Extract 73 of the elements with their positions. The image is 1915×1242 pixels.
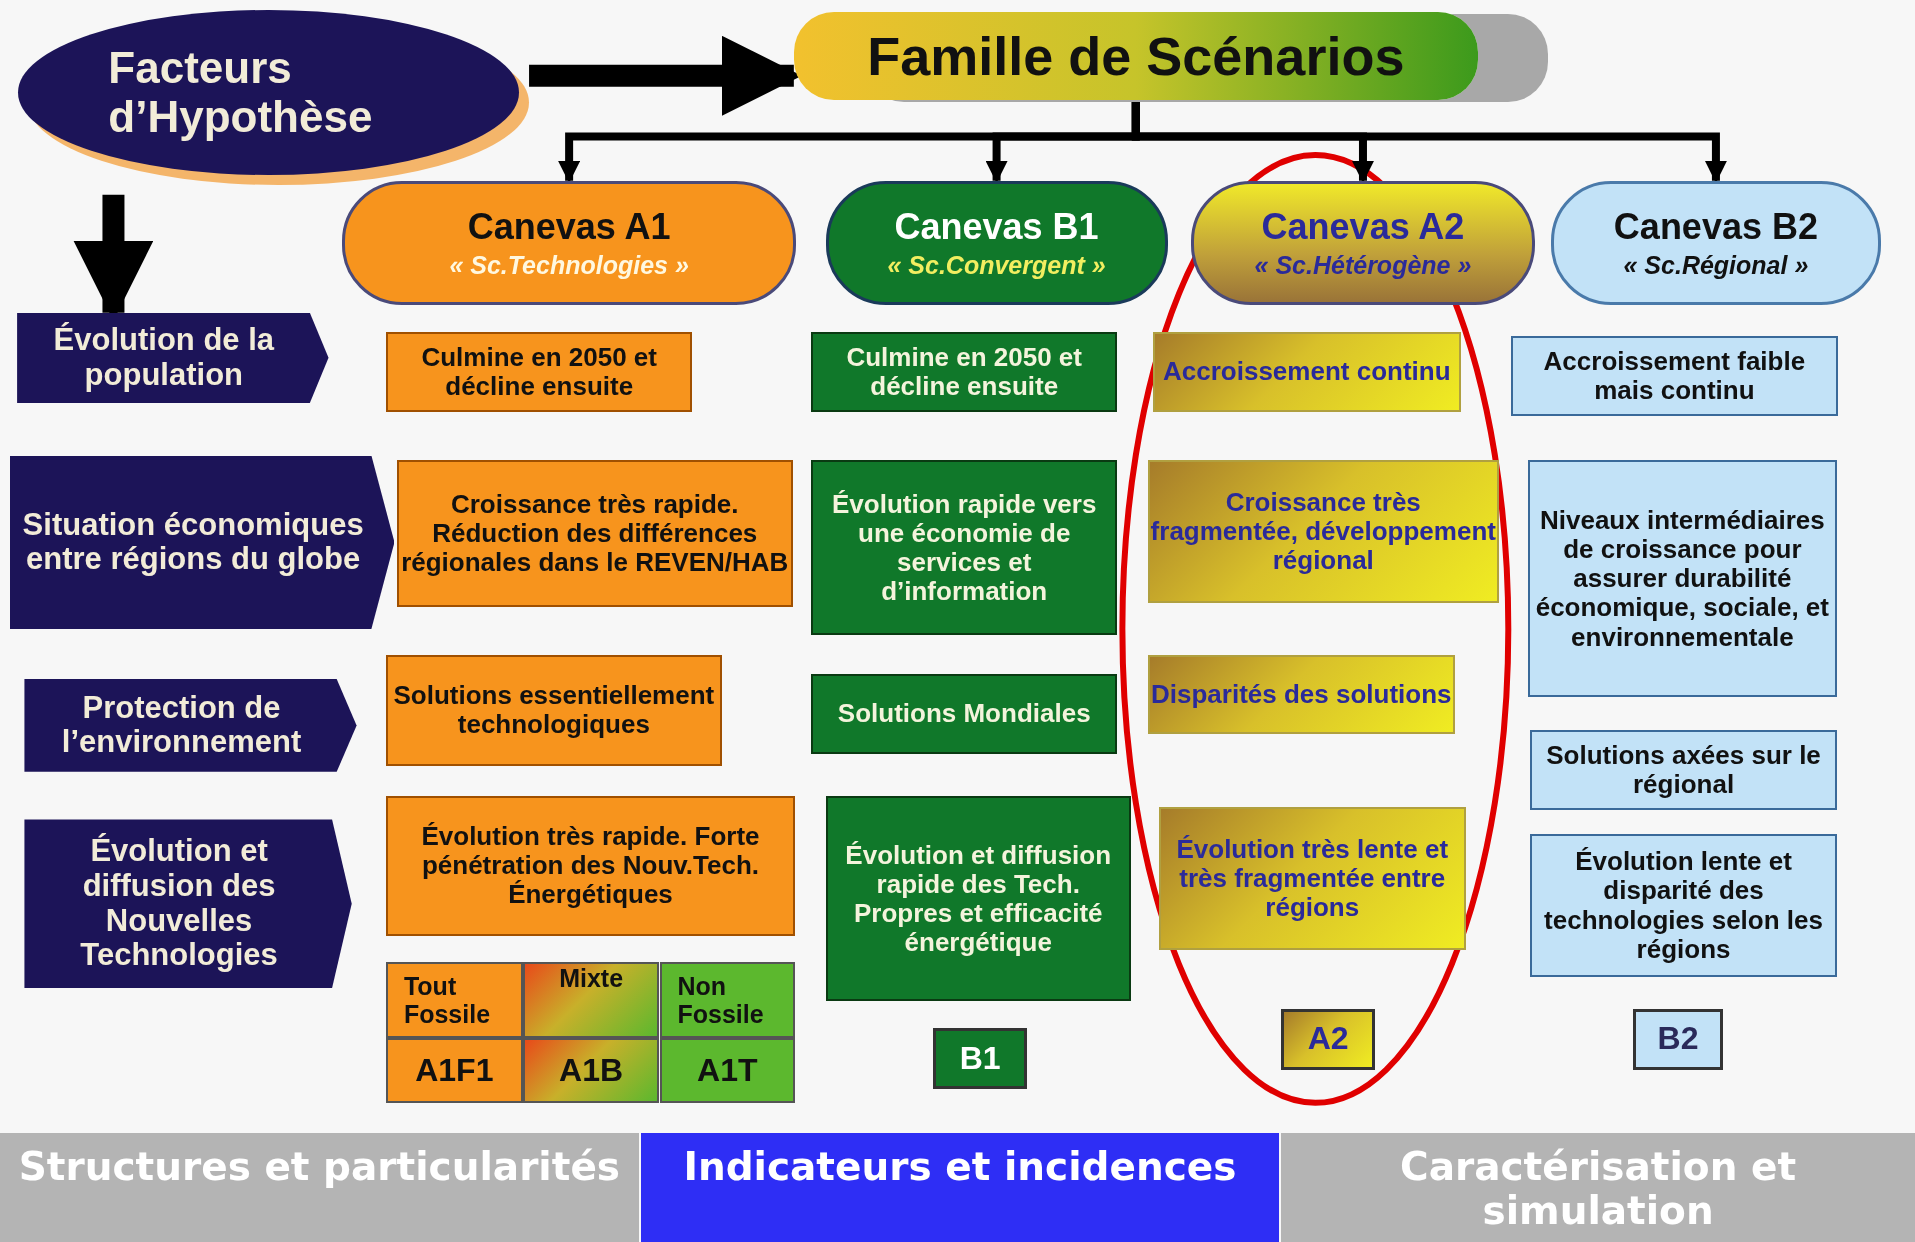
box-text: Croissance très fragmentée, développement régional	[1150, 488, 1497, 576]
scenario-cell	[385, 654, 722, 766]
scenario-tag	[1632, 1008, 1724, 1070]
scenario-tag	[1281, 1008, 1376, 1070]
box-text: Solutions axées sur le régional	[1545, 740, 1822, 800]
scenario-cell	[810, 674, 1118, 754]
arrow	[1131, 100, 1727, 183]
box-text: Situation économiques entre régions du globe	[21, 507, 365, 577]
box-text: Tout Fossile	[403, 972, 492, 1029]
scenario-cell	[1510, 335, 1839, 417]
box-text: Solutions Mondiales	[837, 699, 1091, 729]
box-text: Famille de Scénarios	[867, 25, 1405, 87]
box-text: Évolution très lente et très fragmentée entre régions	[1175, 835, 1450, 923]
subtitle-text: « Sc.Technologies »	[449, 251, 689, 280]
scenario-cell	[396, 460, 793, 607]
box-text: Disparités des solutions	[1151, 679, 1452, 709]
box-text: Évolution très rapide. Forte pénétration des Nouv.Tech. Énergétiques	[420, 822, 761, 910]
scenario-cell	[1527, 460, 1837, 698]
box-text: Solutions essentiellement technologiques	[392, 681, 716, 740]
table-cell	[522, 962, 660, 1039]
box-text: Mixte	[559, 964, 624, 993]
box-text: B2	[1657, 1021, 1699, 1058]
box-text: Culmine en 2050 et décline ensuite	[420, 342, 658, 401]
box-text: Accroissement faible mais continu	[1542, 347, 1807, 406]
table-cell	[385, 1038, 523, 1103]
box-text: Évolution lente et disparité des technologies selon les régions	[1543, 847, 1824, 964]
table-cell	[522, 1038, 660, 1103]
scenario-cell	[810, 460, 1118, 636]
box-text: Canevas A2	[1261, 206, 1465, 248]
box-text: Accroissement continu	[1163, 357, 1451, 387]
tab: Indicateurs et incidences	[641, 1133, 1279, 1242]
box-text: A1T	[697, 1052, 758, 1089]
box-text: B1	[959, 1040, 1001, 1077]
box-text: Facteurs d’Hypothèse	[108, 42, 374, 142]
scenario-cell	[1159, 807, 1466, 951]
subtitle-text: « Sc.Convergent »	[887, 251, 1106, 280]
chevron-label	[17, 312, 329, 403]
box-text: Évolution et diffusion rapide des Tech. Propres et efficacité énergétique	[844, 840, 1113, 958]
box-text: Culmine en 2050 et décline ensuite	[845, 342, 1083, 401]
chevron-label	[9, 455, 395, 629]
subtitle-text: « Sc.Régional »	[1623, 251, 1809, 280]
scenario-cell	[1148, 654, 1455, 734]
box-text: Évolution de la population	[52, 323, 276, 393]
box-text: A1F1	[415, 1052, 494, 1089]
scenario-cell	[385, 332, 693, 412]
subtitle-text: « Sc.Hétérogène »	[1254, 251, 1472, 280]
box-text: A2	[1307, 1021, 1349, 1058]
scenario-pill	[1190, 180, 1536, 306]
table-cell	[659, 962, 796, 1039]
box-text: Non Fossile	[677, 972, 765, 1029]
scenario-cell	[810, 332, 1118, 412]
box-text: Protection de l’environnement	[60, 690, 303, 761]
scenario-cell	[1530, 834, 1837, 978]
box-text: Évolution et diffusion des Nouvelles Technologies	[79, 834, 279, 974]
tab: Caractérisation et simulation	[1281, 1133, 1915, 1242]
box-text: Croissance très rapide. Réduction des différences régionales dans le REVEN/HAB	[400, 490, 790, 578]
table-cell	[659, 1038, 796, 1103]
box-text: Canevas A1	[467, 206, 671, 248]
tab: Structures et particularités	[0, 1133, 639, 1242]
scenario-cell	[1148, 460, 1499, 604]
box-text: Canevas B1	[894, 206, 1099, 248]
scenario-cell	[825, 796, 1131, 1002]
box-text: Niveaux intermédiaires de croissance pour assurer durabilité économique, sociale, et environnementale	[1534, 506, 1830, 652]
scenario-cell	[1530, 730, 1837, 810]
box-text: Canevas B2	[1613, 206, 1818, 248]
chevron-label	[24, 679, 357, 772]
chevron-label	[24, 819, 352, 988]
scenario-cell	[1152, 332, 1461, 412]
box-text: Évolution rapide vers une économie de services et d’information	[831, 489, 1098, 606]
scenario-cell	[385, 796, 796, 936]
scenario-tag	[933, 1028, 1028, 1090]
box-text: A1B	[559, 1052, 624, 1089]
table-cell	[385, 962, 523, 1039]
